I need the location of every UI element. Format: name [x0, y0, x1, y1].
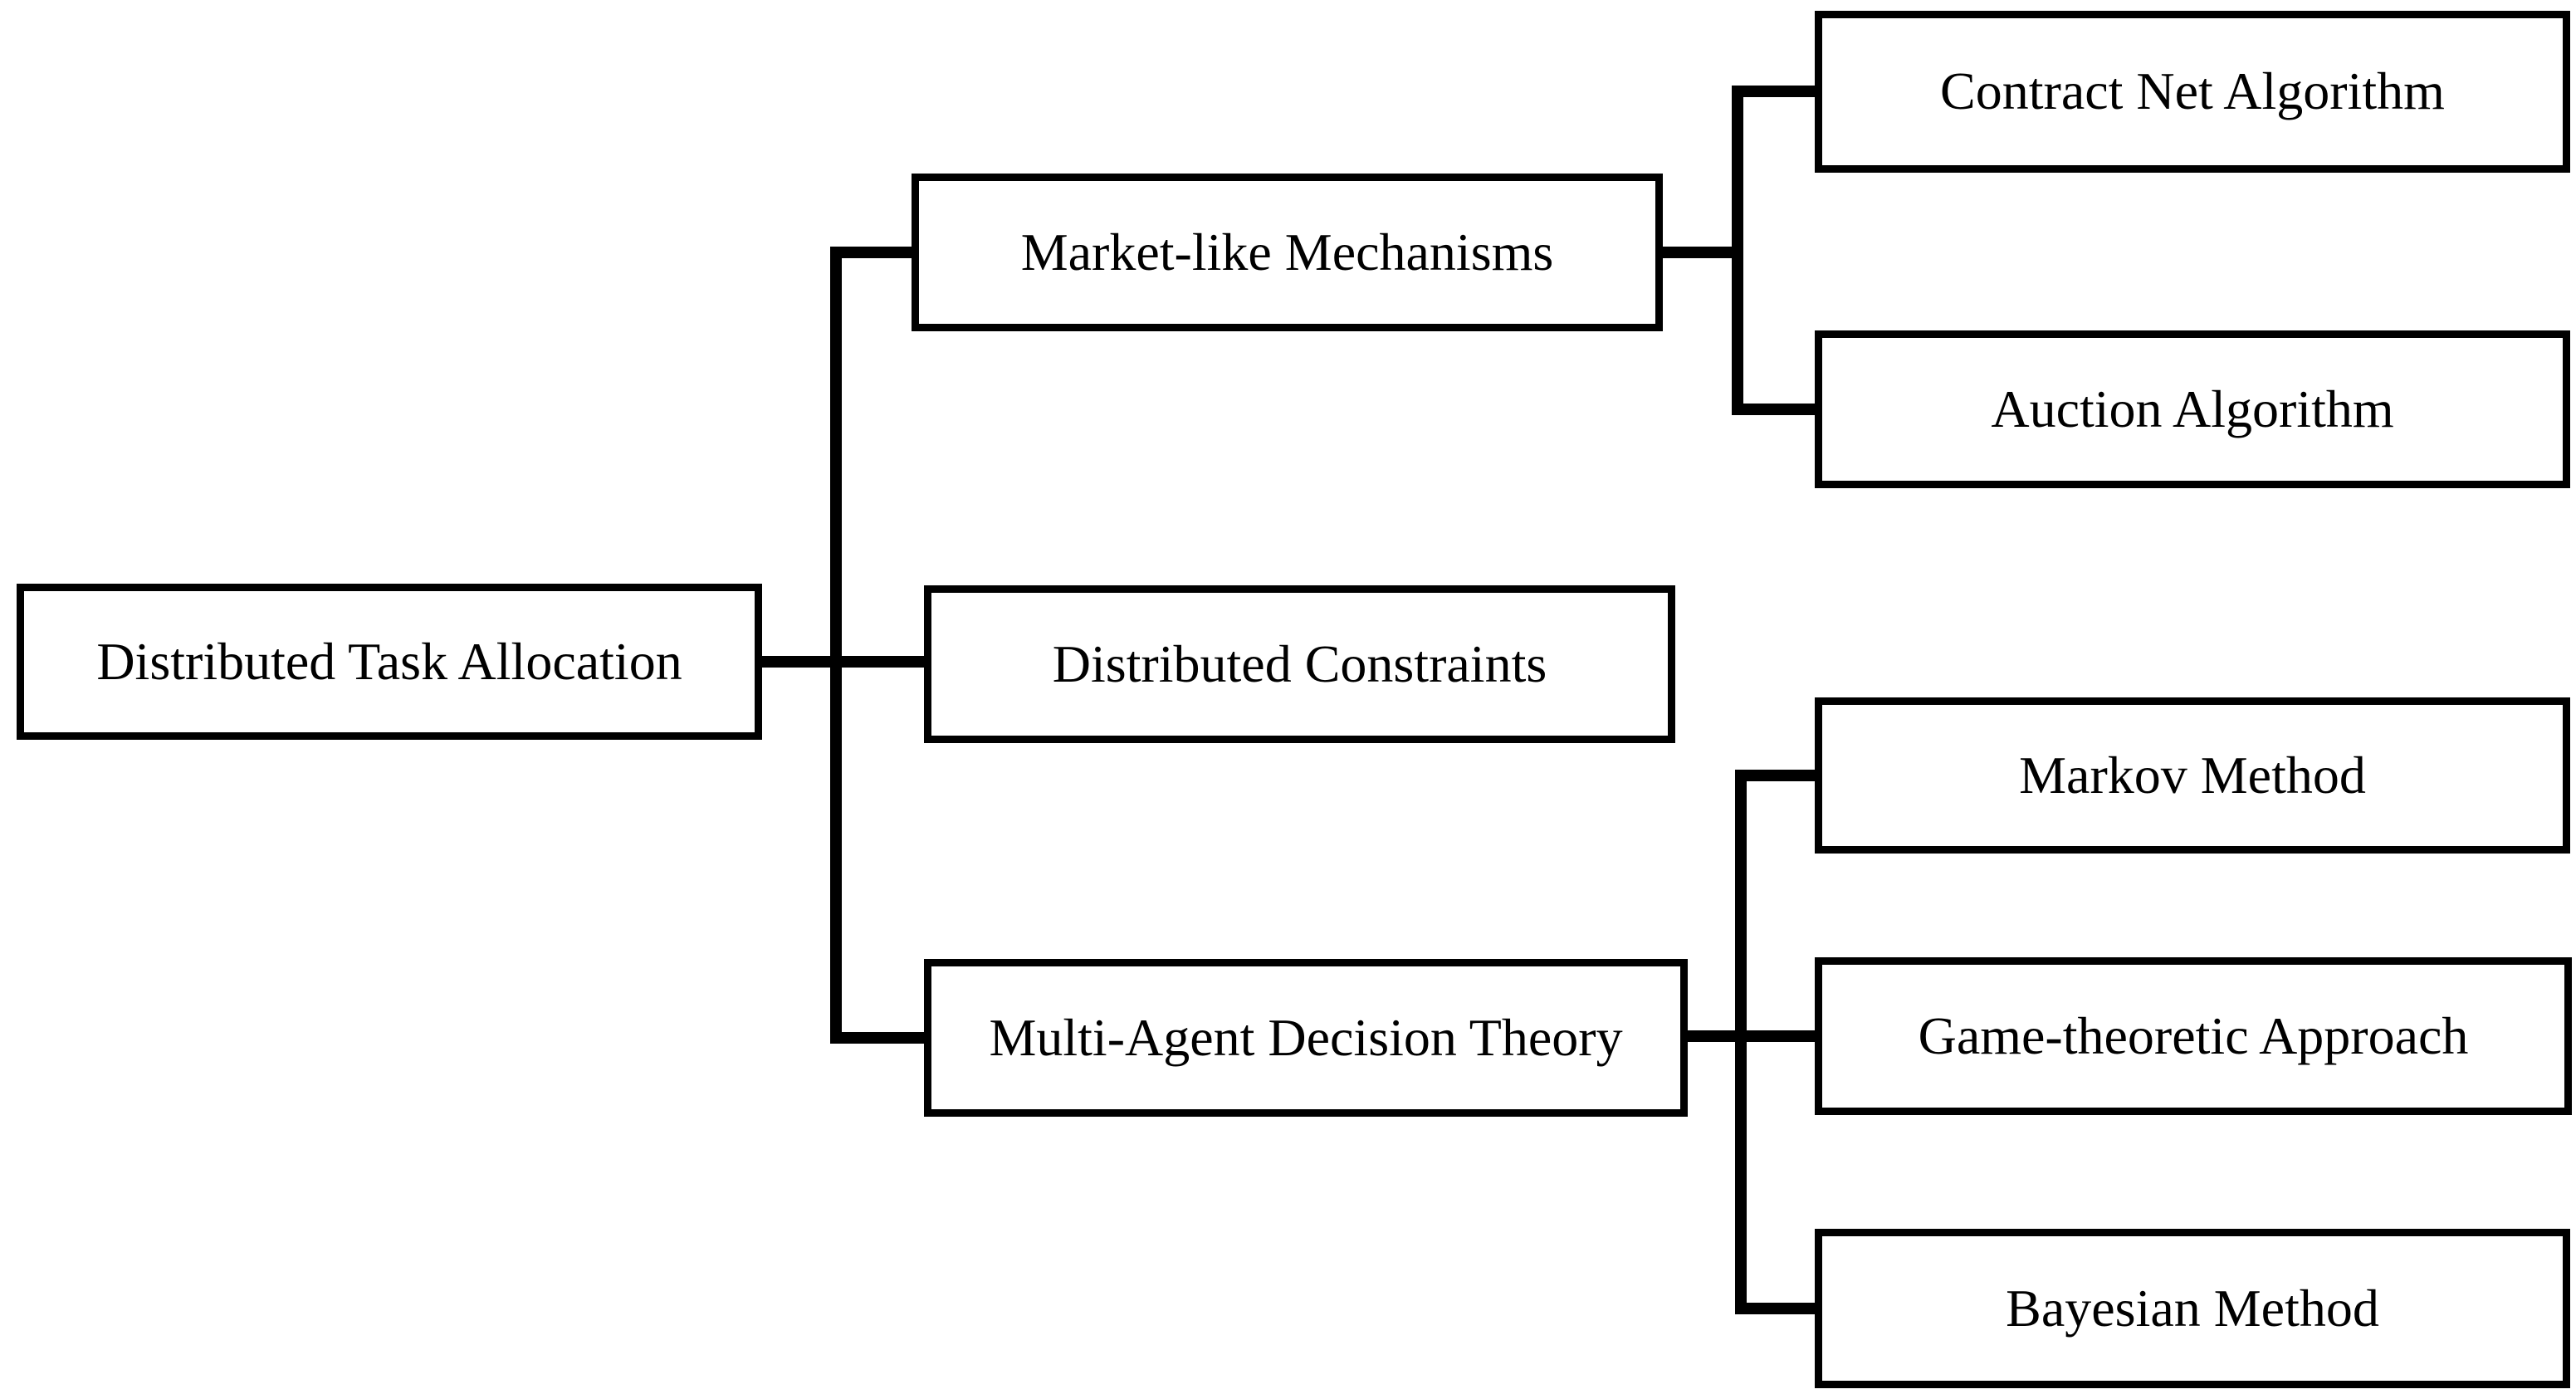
node-bayesian-method: Bayesian Method — [1815, 1229, 2570, 1388]
connector-madt-to-game-theoretic — [1684, 1030, 1818, 1042]
connector-to-auction — [1732, 404, 1818, 415]
node-label: Auction Algorithm — [1991, 379, 2394, 438]
connector-left-trunk-vertical — [830, 247, 842, 1044]
node-markov-method: Markov Method — [1815, 697, 2570, 854]
node-label: Contract Net Algorithm — [1940, 61, 2445, 121]
node-multi-agent-decision-theory: Multi-Agent Decision Theory — [924, 959, 1688, 1117]
node-auction-algorithm: Auction Algorithm — [1815, 330, 2570, 488]
connector-to-bayesian — [1735, 1303, 1818, 1314]
node-label: Multi-Agent Decision Theory — [989, 1007, 1623, 1067]
connector-to-contract-net — [1732, 86, 1818, 97]
node-distributed-constraints: Distributed Constraints — [924, 585, 1675, 743]
connector-market-to-trunk — [1659, 247, 1743, 258]
node-label: Markov Method — [2019, 745, 2366, 805]
node-label: Market-like Mechanisms — [1020, 222, 1554, 281]
node-label: Bayesian Method — [2006, 1278, 2379, 1338]
node-label: Game-theoretic Approach — [1918, 1005, 2469, 1065]
connector-lower-trunk-vertical — [1735, 770, 1747, 1314]
connector-root-to-trunk — [759, 656, 927, 668]
node-distributed-task-allocation: Distributed Task Allocation — [17, 584, 762, 740]
connector-to-multi-agent-theory — [830, 1032, 927, 1044]
node-game-theoretic-approach: Game-theoretic Approach — [1815, 957, 2572, 1115]
connector-to-markov — [1735, 770, 1818, 781]
connector-upper-trunk-vertical — [1732, 86, 1743, 415]
connector-to-market-mechanisms — [830, 247, 915, 258]
node-market-like-mechanisms: Market-like Mechanisms — [912, 174, 1663, 331]
node-label: Distributed Constraints — [1052, 633, 1547, 693]
node-contract-net-algorithm: Contract Net Algorithm — [1815, 11, 2570, 173]
node-label: Distributed Task Allocation — [96, 631, 682, 691]
